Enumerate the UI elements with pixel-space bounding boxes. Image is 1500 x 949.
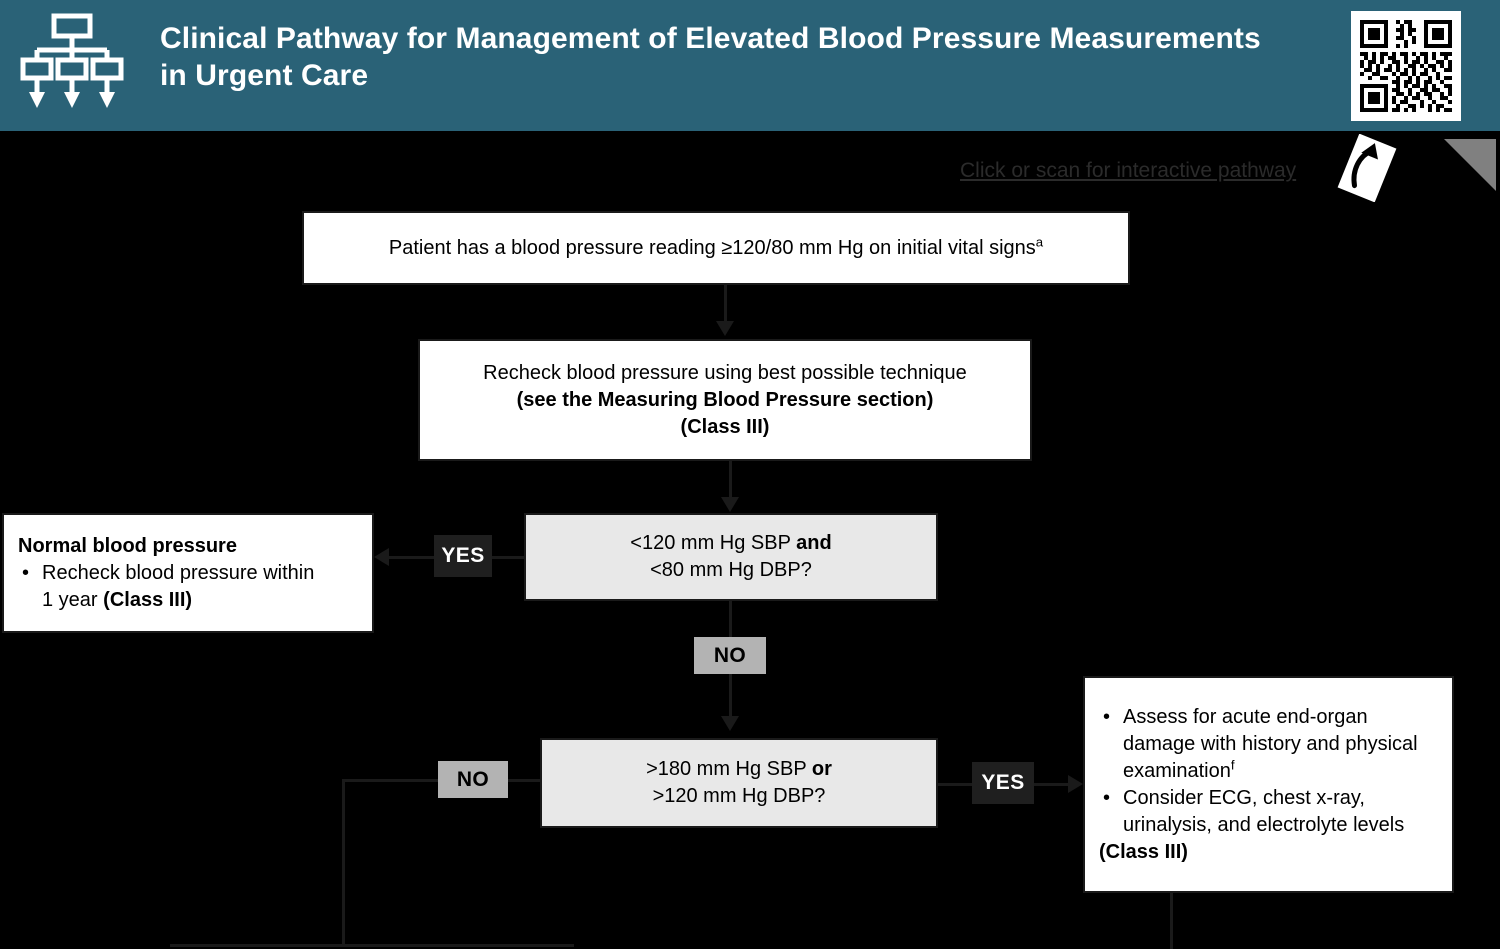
badge-yes-crisis: YES <box>972 762 1034 804</box>
node-recheck-line2: (see the Measuring Blood Pressure sectio… <box>516 388 934 411</box>
connector-assess-down <box>1170 893 1173 949</box>
connector-decision2-no-left <box>342 779 438 782</box>
node-assess-class: (Class III) <box>1099 840 1188 863</box>
connector-decision1-to-no-badge <box>729 601 732 637</box>
arrowhead-start-to-recheck <box>716 321 734 336</box>
connector-decision1-yes-left <box>388 556 436 559</box>
list-item: Recheck blood pressure within 1 year (Cl… <box>22 560 358 614</box>
connector-no-badge-to-decision2 <box>729 674 732 722</box>
corner-fold-triangle <box>1444 139 1496 191</box>
badge-no-decision1: NO <box>694 637 766 674</box>
connector-bottom-left-box-edge <box>170 944 574 947</box>
connector-decision2-yes-right <box>1034 783 1070 786</box>
connector-recheck-to-decision1 <box>729 461 732 503</box>
connector-decision1-yes-right <box>492 556 528 559</box>
node-recheck-line1: Recheck blood pressure using best possib… <box>483 361 967 384</box>
node-decision2-line1: >180 mm Hg SBP or <box>646 758 832 780</box>
page-title: Clinical Pathway for Management of Eleva… <box>160 22 1261 92</box>
node-recheck-line3: (Class III) <box>680 415 770 438</box>
node-decision1-line2: <80 mm Hg DBP? <box>650 559 812 581</box>
footnote-a: a <box>1035 233 1044 249</box>
connector-start-to-recheck <box>724 285 727 327</box>
node-decision-normal-range[interactable]: <120 mm Hg SBP and <80 mm Hg DBP? <box>524 513 938 601</box>
node-decision1-line1: <120 mm Hg SBP and <box>630 532 832 554</box>
arrowhead-decision1-to-normal <box>374 548 389 566</box>
qr-code[interactable] <box>1351 11 1461 121</box>
node-decision2-line2: >120 mm Hg DBP? <box>652 785 826 807</box>
connector-no-down-left <box>342 779 345 947</box>
footnote-f: f <box>1230 756 1235 772</box>
flowchart-icon <box>18 12 126 112</box>
node-normal-bullets: Recheck blood pressure within 1 year (Cl… <box>18 560 358 614</box>
node-start-text: Patient has a blood pressure reading ≥12… <box>388 233 1044 259</box>
node-normal-blood-pressure[interactable]: Normal blood pressure Recheck blood pres… <box>2 513 374 633</box>
node-decision-hypertensive-crisis[interactable]: >180 mm Hg SBP or >120 mm Hg DBP? <box>540 738 938 828</box>
node-normal-heading: Normal blood pressure <box>18 534 237 557</box>
node-assess-end-organ-damage[interactable]: Assess for acute end-organ damage with h… <box>1083 676 1454 893</box>
interactive-pathway-link[interactable]: Click or scan for interactive pathway <box>960 159 1297 182</box>
node-recheck[interactable]: Recheck blood pressure using best possib… <box>418 339 1032 461</box>
list-item: Assess for acute end-organ damage with h… <box>1103 704 1438 785</box>
node-assess-bullets: Assess for acute end-organ damage with h… <box>1099 704 1438 839</box>
badge-no-decision2: NO <box>438 761 508 798</box>
header-bar: Clinical Pathway for Management of Eleva… <box>0 0 1500 131</box>
arrowhead-recheck-to-decision1 <box>721 497 739 512</box>
arrowhead-decision1-to-decision2 <box>721 716 739 731</box>
connector-decision2-yes-left <box>938 783 972 786</box>
click-cursor-icon <box>1334 133 1400 203</box>
node-start[interactable]: Patient has a blood pressure reading ≥12… <box>302 211 1130 285</box>
arrowhead-decision2-to-assess <box>1068 775 1083 793</box>
list-item: Consider ECG, chest x-ray, urinalysis, a… <box>1103 785 1438 839</box>
connector-decision2-no-right <box>508 779 540 782</box>
badge-yes-normal: YES <box>434 535 492 577</box>
